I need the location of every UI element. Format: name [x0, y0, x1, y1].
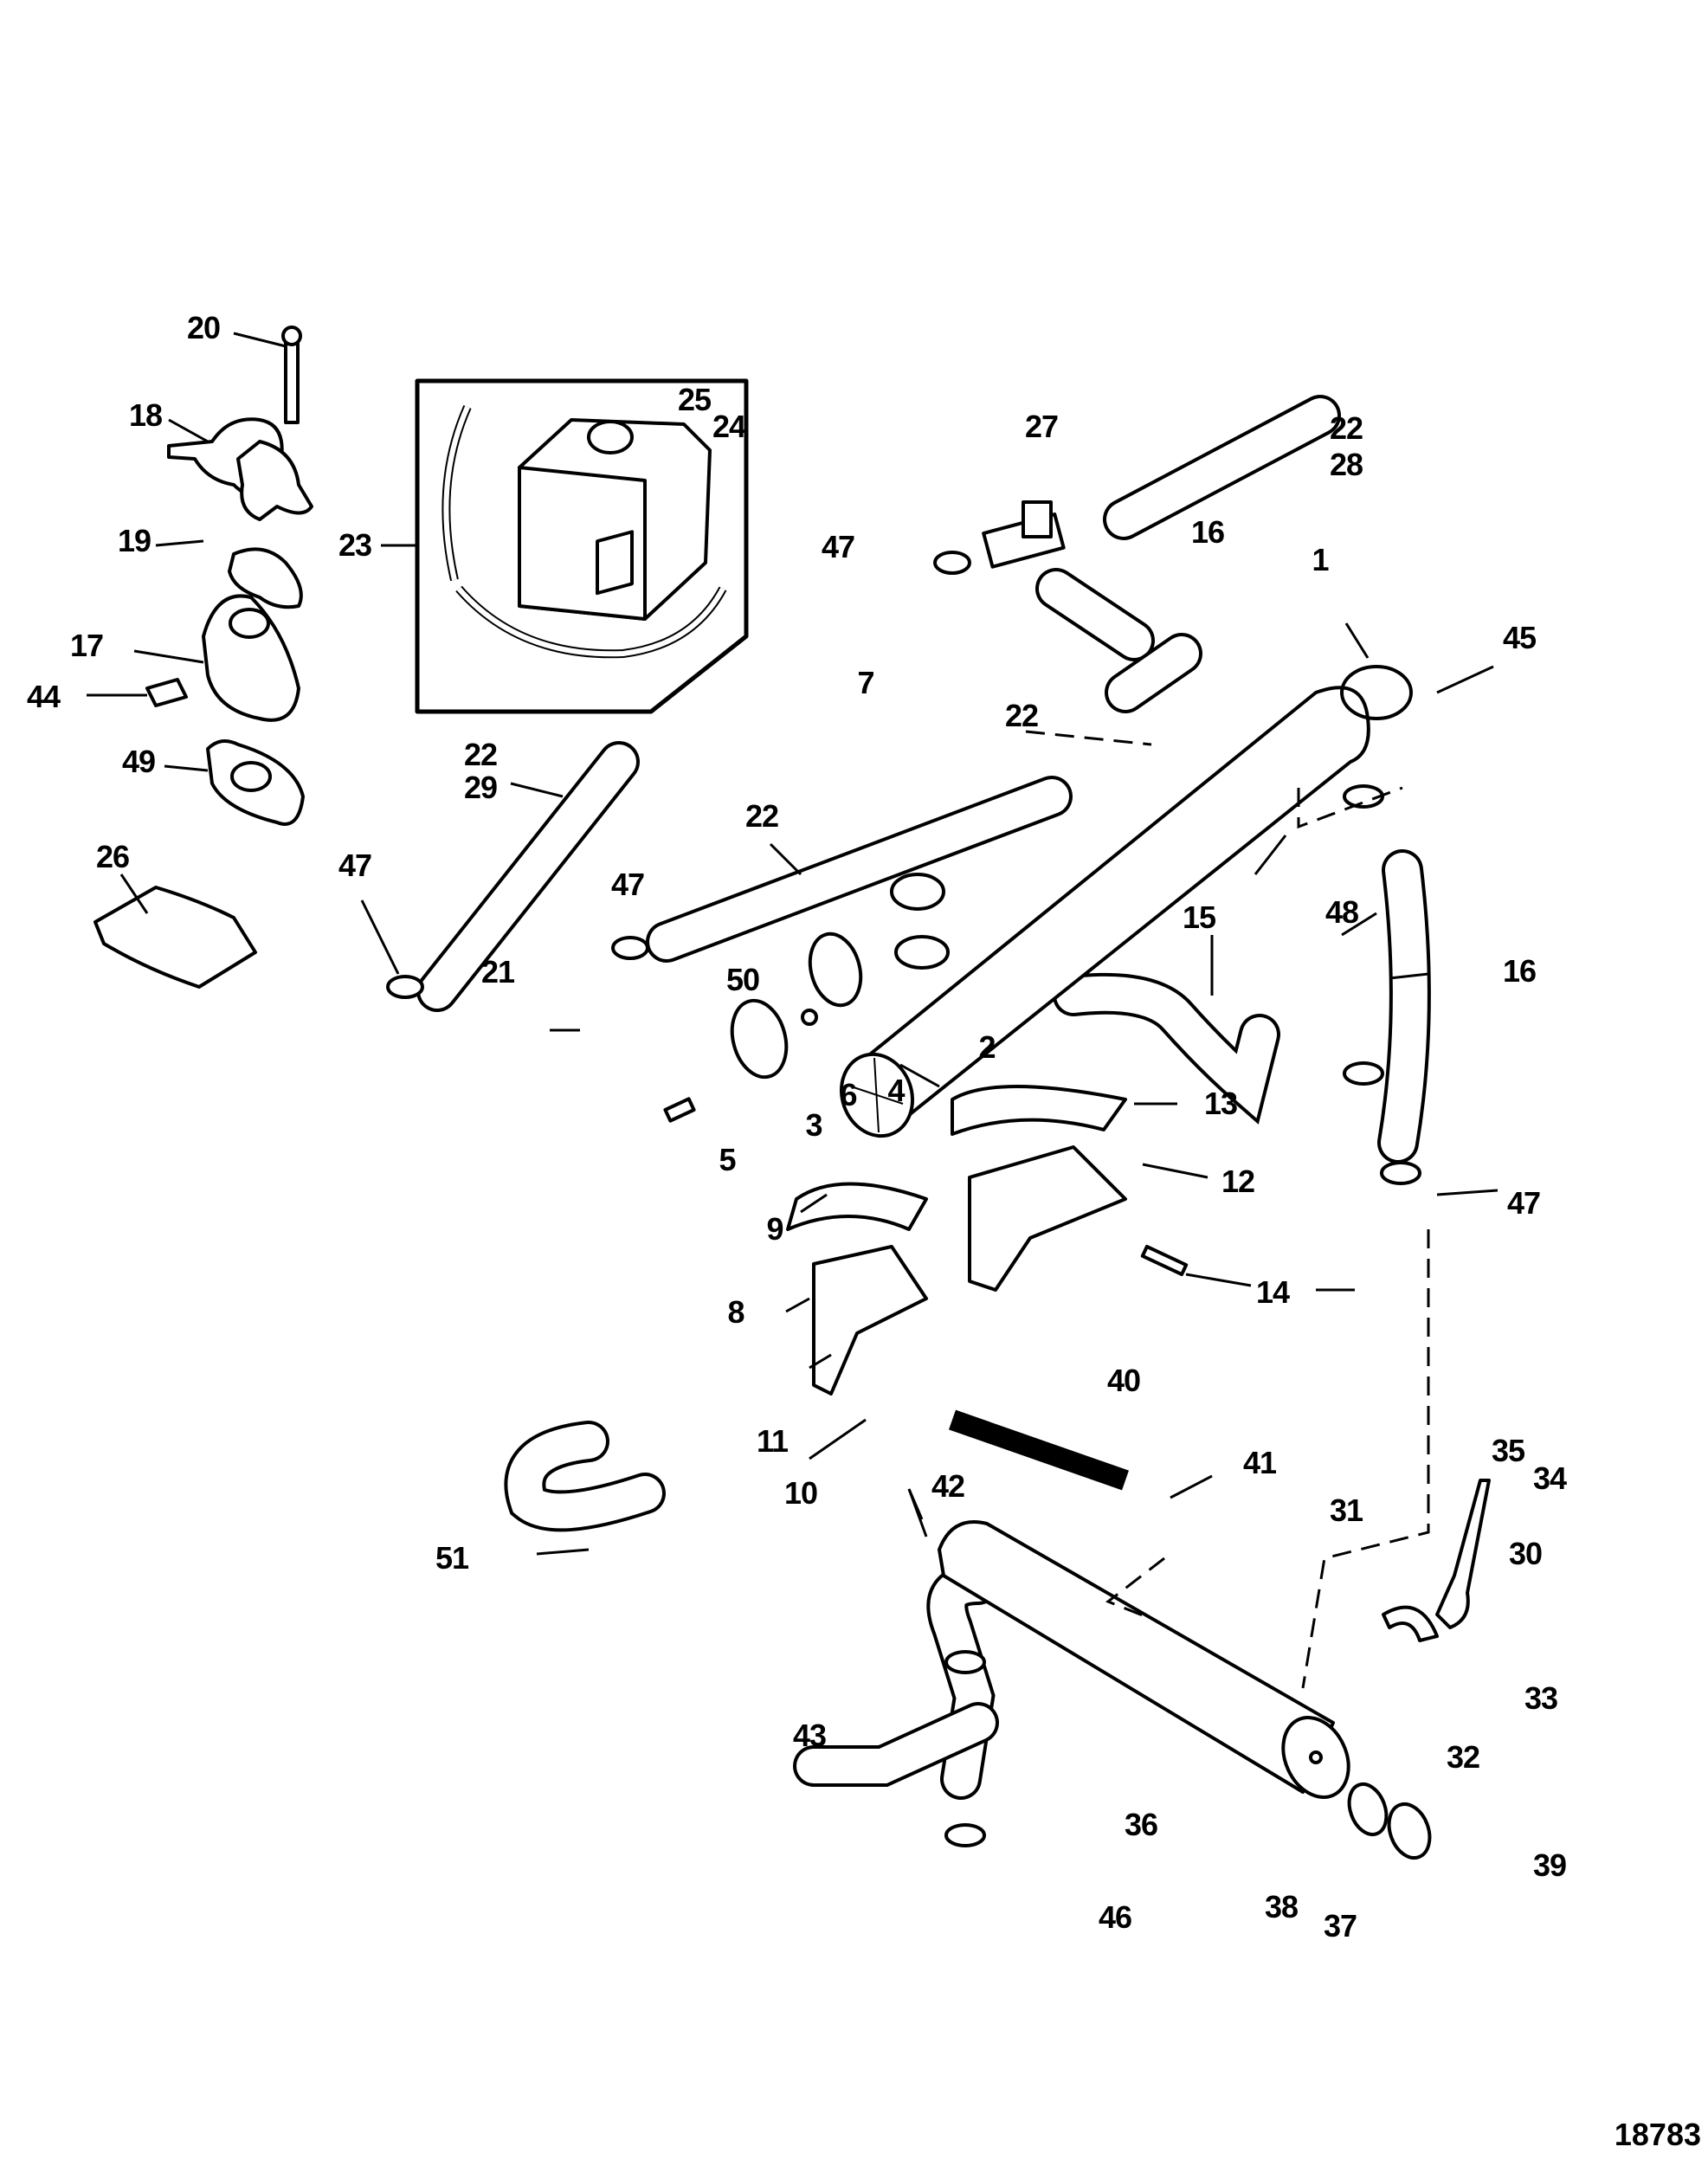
callout-50: 50 [725, 962, 760, 997]
callout-22-left: 22 [463, 737, 498, 772]
callout-25: 25 [677, 382, 712, 417]
callout-21: 21 [480, 954, 515, 990]
hose-clamps [386, 551, 1421, 1847]
hose-tee [982, 500, 1066, 569]
callout-36: 36 [1124, 1807, 1158, 1842]
callout-37: 37 [1323, 1908, 1357, 1944]
callout-40: 40 [1106, 1363, 1141, 1398]
callout-10: 10 [783, 1475, 818, 1511]
callout-15: 15 [1182, 899, 1216, 935]
callout-32: 32 [1446, 1739, 1480, 1775]
callout-42: 42 [931, 1468, 965, 1504]
callout-2: 2 [978, 1029, 996, 1065]
alignment-lines [1025, 730, 1430, 1689]
callout-12: 12 [1221, 1164, 1255, 1199]
callout-14: 14 [1255, 1274, 1290, 1310]
callout-22-center: 22 [744, 798, 779, 834]
callout-26: 26 [95, 839, 130, 874]
callout-8: 8 [727, 1294, 744, 1330]
callout-16-lower: 16 [1502, 953, 1537, 989]
callout-13: 13 [1203, 1086, 1238, 1121]
callout-41: 41 [1242, 1445, 1277, 1480]
callout-35: 35 [1491, 1433, 1525, 1468]
callout-4: 4 [887, 1073, 905, 1108]
callout-16-upper: 16 [1190, 514, 1225, 550]
callout-5: 5 [719, 1142, 736, 1177]
callout-6: 6 [840, 1077, 857, 1112]
callout-39: 39 [1532, 1847, 1567, 1883]
callout-47-top: 47 [821, 529, 855, 564]
leader-lines [87, 332, 1499, 1556]
callout-28: 28 [1329, 447, 1363, 482]
callout-18: 18 [128, 397, 163, 433]
callout-22-mid: 22 [1004, 698, 1039, 733]
callout-46: 46 [1098, 1899, 1132, 1935]
callout-30: 30 [1508, 1536, 1543, 1571]
callout-49: 49 [121, 744, 156, 779]
callout-38: 38 [1264, 1889, 1299, 1924]
callout-27: 27 [1024, 409, 1059, 444]
callout-19: 19 [117, 523, 151, 558]
figure-number: 18783 [1614, 2117, 1701, 2152]
callout-22-top-right: 22 [1329, 410, 1363, 446]
heat-exchanger [839, 686, 1370, 1138]
end-caps [663, 932, 863, 1123]
callout-47-center: 47 [610, 867, 645, 902]
callout-44: 44 [26, 679, 61, 714]
callout-34: 34 [1532, 1460, 1567, 1496]
callout-24: 24 [712, 409, 746, 444]
callout-51: 51 [435, 1540, 469, 1576]
callout-29: 29 [463, 770, 498, 805]
callout-43: 43 [792, 1718, 827, 1753]
fuel-cooler [938, 1520, 1432, 1860]
callout-47-right: 47 [1506, 1185, 1541, 1221]
callout-45: 45 [1502, 620, 1537, 655]
callout-17: 17 [69, 628, 104, 663]
callout-11: 11 [756, 1423, 789, 1459]
cooler-straps [1382, 1479, 1491, 1642]
callout-33: 33 [1524, 1680, 1558, 1716]
thermostat-housing-group [93, 326, 313, 989]
callout-3: 3 [805, 1107, 822, 1143]
callout-1: 1 [1312, 542, 1329, 577]
callout-23: 23 [338, 527, 372, 563]
mounting-brackets [786, 1085, 1189, 1396]
callout-47-left: 47 [338, 848, 372, 883]
callout-31: 31 [1329, 1492, 1363, 1528]
coolant-reservoir-kit [415, 378, 749, 714]
callout-7: 7 [857, 665, 874, 700]
callout-9: 9 [766, 1211, 783, 1247]
callout-48: 48 [1325, 894, 1359, 930]
callout-20: 20 [186, 310, 221, 345]
